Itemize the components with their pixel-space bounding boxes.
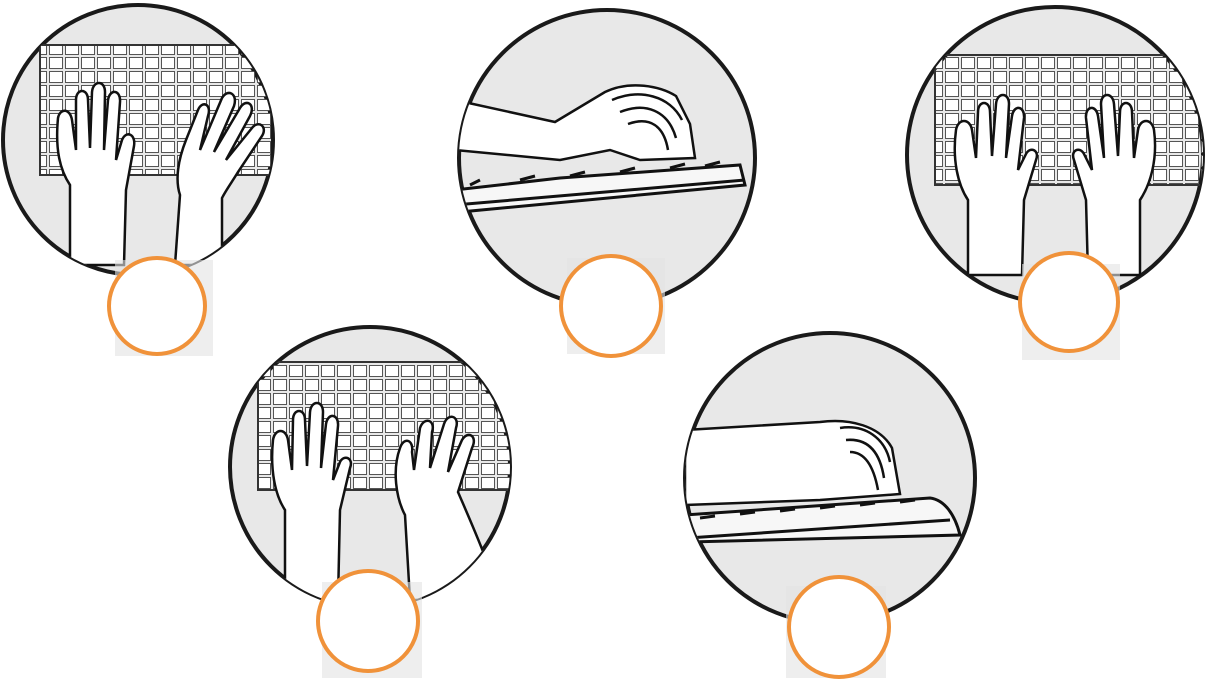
label-marker-2 <box>561 256 661 356</box>
panel-2 <box>455 10 755 356</box>
label-marker-4 <box>318 571 418 671</box>
panel-5 <box>685 333 975 678</box>
label-marker-3 <box>1020 253 1118 351</box>
label-marker-1 <box>109 258 205 354</box>
label-marker-5 <box>789 577 889 677</box>
panel-3 <box>907 7 1211 360</box>
panel-4 <box>230 327 528 678</box>
panel-1 <box>3 5 310 356</box>
